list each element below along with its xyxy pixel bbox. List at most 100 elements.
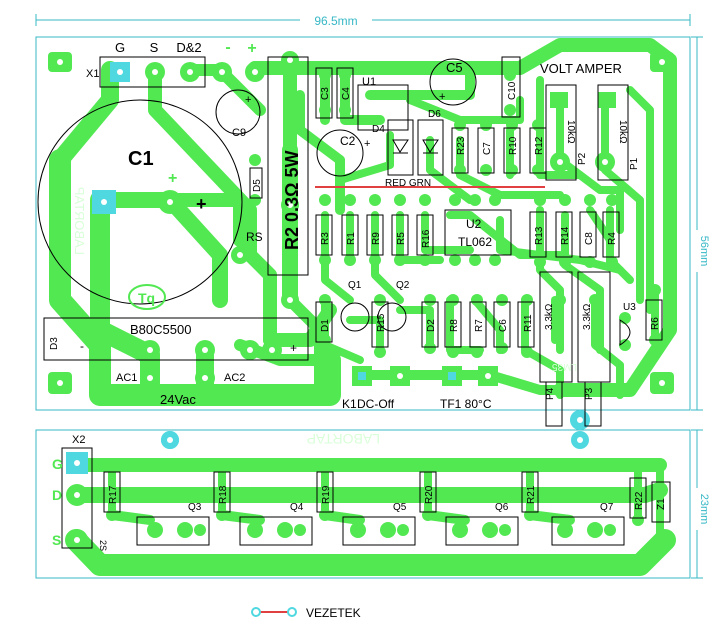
k1-label: K1 [342, 397, 357, 411]
polarity-minus: - [225, 39, 230, 56]
c2-label: C2 [340, 134, 356, 148]
u1-label: U1 [362, 76, 376, 88]
r19-label: R19 [321, 485, 332, 504]
ac2-label: AC2 [224, 372, 245, 384]
q1-label: Q1 [348, 280, 362, 291]
diode-symbols [392, 139, 439, 154]
r22-label: R22 [634, 491, 645, 510]
r4-label: R4 [607, 232, 618, 245]
x2-label: X2 [72, 434, 85, 446]
r11-label: R11 [523, 314, 534, 332]
r9-label: R9 [371, 232, 382, 245]
p1-value: 10kΩ [617, 120, 628, 144]
legend-wire-pad-left [251, 607, 261, 617]
r17-label: R17 [108, 485, 119, 504]
x2-pin-g: G [52, 456, 63, 472]
x2-note: 2S [98, 540, 108, 551]
d6-label: D6 [428, 109, 441, 120]
connector-x1-label: X1 [86, 68, 99, 80]
rs-label: RS [246, 230, 263, 244]
top-silkscreen-text: G S D&2 - + X1 VOLT AMPER C1 + + LABORTA… [49, 39, 661, 411]
bridge-plus: + [290, 341, 297, 355]
p2-value: 10kΩ [565, 120, 576, 144]
p3-label: P3 [584, 387, 595, 400]
mirror-logo-bottom: LABORTAP [307, 431, 380, 447]
r18-label: R18 [218, 485, 229, 504]
c1-label: C1 [128, 148, 154, 170]
r20-label: R20 [424, 485, 435, 504]
c9-label: C9 [232, 127, 246, 139]
mirror-logo-top: LABORTAP [72, 187, 87, 255]
p4-label: P4 [545, 387, 556, 400]
c1-plus-pad: + [196, 194, 207, 214]
dc-off-label: DC-Off [357, 397, 395, 411]
wire-legend: VEZETEK [251, 606, 361, 620]
bottom-silkscreen-text: X2 G D S 2S LABORTAP R17 R18 R19 R20 R21… [52, 431, 667, 551]
supply-voltage-label: 24Vac [160, 392, 196, 407]
legend-label: VEZETEK [306, 606, 361, 620]
bottom-pads [66, 431, 666, 551]
ac1-label: AC1 [116, 372, 137, 384]
c6-label: C6 [498, 319, 509, 332]
r6-label: R6 [650, 317, 661, 330]
q6-label: Q6 [495, 502, 509, 513]
pin-label-d2: D&2 [176, 40, 201, 55]
c9-plus: + [245, 94, 251, 106]
top-pads [48, 51, 674, 449]
r21-label: R21 [526, 485, 537, 504]
p2-label: P2 [577, 152, 588, 165]
d1-label: D1 [320, 319, 331, 332]
legend-wire-pad-right [287, 607, 297, 617]
r16-label: R16 [421, 229, 432, 248]
tq-logo: Tq [128, 284, 166, 310]
r12-label: R12 [534, 136, 545, 155]
svg-text:Tq: Tq [138, 290, 155, 306]
volt-amper-title: VOLT AMPER [540, 61, 622, 76]
r15-label: R15 [376, 313, 387, 332]
top-board-outline [35, 36, 691, 411]
d3-label: D3 [49, 337, 60, 350]
bridge-minus: - [80, 339, 84, 353]
d4-label: D4 [372, 124, 385, 135]
bottom-copper-traces [65, 458, 676, 576]
p3-value: 3.3kΩ [582, 303, 593, 330]
q3-label: Q3 [188, 502, 202, 513]
bottom-silkscreen-outlines [61, 447, 671, 549]
c5-plus: + [439, 91, 445, 103]
pin-label-s: S [150, 40, 159, 55]
p4-value: 3.3kΩ [544, 303, 555, 330]
x2-pin-d: D [52, 487, 62, 503]
x2-pin-s: S [52, 532, 61, 548]
r1-label: R1 [346, 232, 357, 245]
c4-label: C4 [341, 87, 352, 100]
c8-label: C8 [584, 232, 595, 245]
c10-label: C10 [507, 81, 518, 100]
r14-label: R14 [560, 226, 571, 245]
led-color-label: RED GRN [385, 178, 431, 189]
d2-label: D2 [426, 319, 437, 332]
c5-label: C5 [446, 60, 463, 75]
q2-label: Q2 [396, 280, 410, 291]
c1-plus: + [168, 170, 177, 187]
r23-label: R23 [456, 136, 467, 155]
u3-label: U3 [623, 302, 636, 313]
opamp-label: TL062 [458, 235, 492, 249]
top-silkscreen-outlines [37, 56, 663, 427]
r13-label: R13 [534, 226, 545, 245]
pin-label-g: G [115, 40, 125, 55]
bottom-board-outline [35, 429, 691, 579]
dimension-height-bottom: 23mm [698, 494, 710, 525]
u2-label: U2 [466, 217, 482, 231]
c7-label: C7 [482, 142, 493, 155]
r10-label: R10 [508, 136, 519, 155]
r2-shunt-label: R2 0.3Ω 5W [282, 151, 302, 250]
bridge-rectifier-label: B80C5500 [130, 322, 191, 337]
q4-label: Q4 [290, 502, 304, 513]
z1-label: Z1 [656, 498, 667, 510]
p1-label: P1 [629, 157, 640, 170]
r3-label: R3 [320, 232, 331, 245]
r5-label: R5 [396, 232, 407, 245]
c2-plus: + [364, 138, 370, 150]
lm35-mirror-label: LM35 [552, 361, 577, 372]
